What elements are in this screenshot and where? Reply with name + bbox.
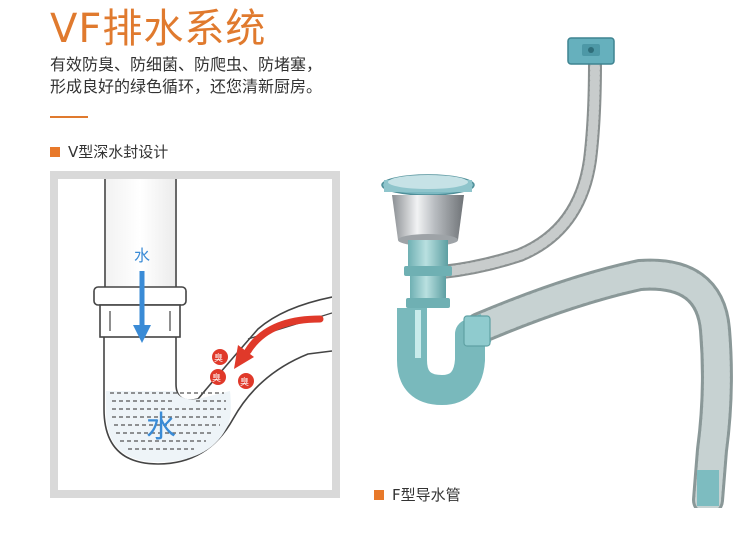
odor-label-2: 臭 <box>212 372 221 384</box>
water-big-label: 水 <box>146 410 176 445</box>
teal-trap-pipe <box>397 240 492 405</box>
v-seal-diagram: 水 水 臭 臭 臭 <box>58 179 332 490</box>
orange-square-icon <box>374 490 384 500</box>
drain-assembly-illustration <box>381 37 733 516</box>
description-line-2: 形成良好的绿色循环，还您清新厨房。 <box>50 77 323 96</box>
odor-label-1: 臭 <box>214 352 223 364</box>
v-seal-label-text: V型深水封设计 <box>68 143 169 161</box>
trap-water <box>106 391 231 462</box>
orange-square-icon <box>50 147 60 157</box>
odor-blocked-arrow <box>234 315 324 369</box>
page-title: VF排水系统 <box>50 6 267 52</box>
v-seal-label: V型深水封设计 <box>50 143 168 161</box>
accent-divider <box>50 116 88 118</box>
overflow-hose <box>435 55 602 279</box>
odor-bubble-1: 臭 <box>212 349 228 365</box>
description-line-1: 有效防臭、防细菌、防爬虫、防堵塞， <box>50 55 323 74</box>
water-arrow-label: 水 <box>134 246 150 265</box>
odor-label-3: 臭 <box>240 376 249 388</box>
f-hose-label-text: F型导水管 <box>392 486 461 504</box>
description: 有效防臭、防细菌、防爬虫、防堵塞， 形成良好的绿色循环，还您清新厨房。 <box>50 54 322 98</box>
vertical-pipe <box>104 179 177 287</box>
trap-illustration: 水 水 臭 臭 臭 <box>93 179 332 465</box>
v-seal-diagram-frame: 水 水 臭 臭 臭 <box>50 171 340 498</box>
f-hose-label: F型导水管 <box>374 486 461 504</box>
strainer-basket <box>381 174 475 246</box>
odor-bubble-2: 臭 <box>210 369 226 385</box>
overflow-cap <box>567 37 615 65</box>
water-down-arrow <box>133 271 151 343</box>
f-drain-product-image <box>370 30 740 516</box>
odor-bubble-3: 臭 <box>238 373 254 389</box>
flexible-drain-hose <box>464 258 733 516</box>
